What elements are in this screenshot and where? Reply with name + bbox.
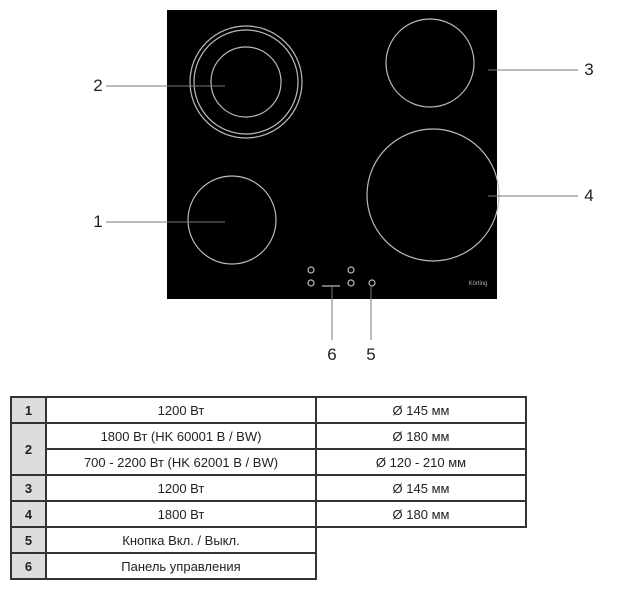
diameter-cell: Ø 145 мм (315, 396, 527, 424)
power-cell: 700 - 2200 Вт (HK 62001 B / BW) (45, 448, 317, 476)
row-number: 2 (10, 422, 47, 476)
diameter-cell: Ø 180 мм (315, 422, 527, 450)
burner-3 (385, 18, 475, 108)
power-button-icon (368, 279, 376, 287)
power-cell: 1200 Вт (45, 474, 317, 502)
row-number: 1 (10, 396, 47, 424)
control-panel (307, 266, 376, 287)
diameter-cell: Ø 120 - 210 мм (315, 448, 527, 476)
burner-4 (366, 128, 500, 262)
hob-surface (167, 10, 497, 299)
callout-1: 1 (93, 212, 103, 231)
power-cell: 1200 Вт (45, 396, 317, 424)
callout-4: 4 (584, 186, 594, 205)
callout-6: 6 (327, 345, 337, 364)
hob-diagram (106, 10, 578, 340)
power-cell: 1800 Вт (45, 500, 317, 528)
callout-3: 3 (584, 60, 594, 79)
burner-2-outer (189, 25, 303, 139)
row-number: 3 (10, 474, 47, 502)
burner-2-outer-inner (193, 29, 299, 135)
callout-2: 2 (93, 76, 103, 95)
brand-logo: Körting (468, 281, 488, 287)
empty-cell (315, 553, 526, 579)
burner-2-inner (210, 46, 282, 118)
row-number: 4 (10, 500, 47, 528)
diameter-cell: Ø 145 мм (315, 474, 527, 502)
function-cell: Кнопка Вкл. / Выкл. (45, 526, 317, 554)
row-number: 6 (10, 552, 47, 580)
burner-1 (187, 175, 277, 265)
power-cell: 1800 Вт (HK 60001 B / BW) (45, 422, 317, 450)
empty-cell (315, 527, 526, 553)
diameter-cell: Ø 180 мм (315, 500, 527, 528)
row-number: 5 (10, 526, 47, 554)
callout-5: 5 (366, 345, 376, 364)
function-cell: Панель управления (45, 552, 317, 580)
table-row: 700 - 2200 Вт (HK 62001 B / BW)Ø 120 - 2… (11, 448, 527, 476)
